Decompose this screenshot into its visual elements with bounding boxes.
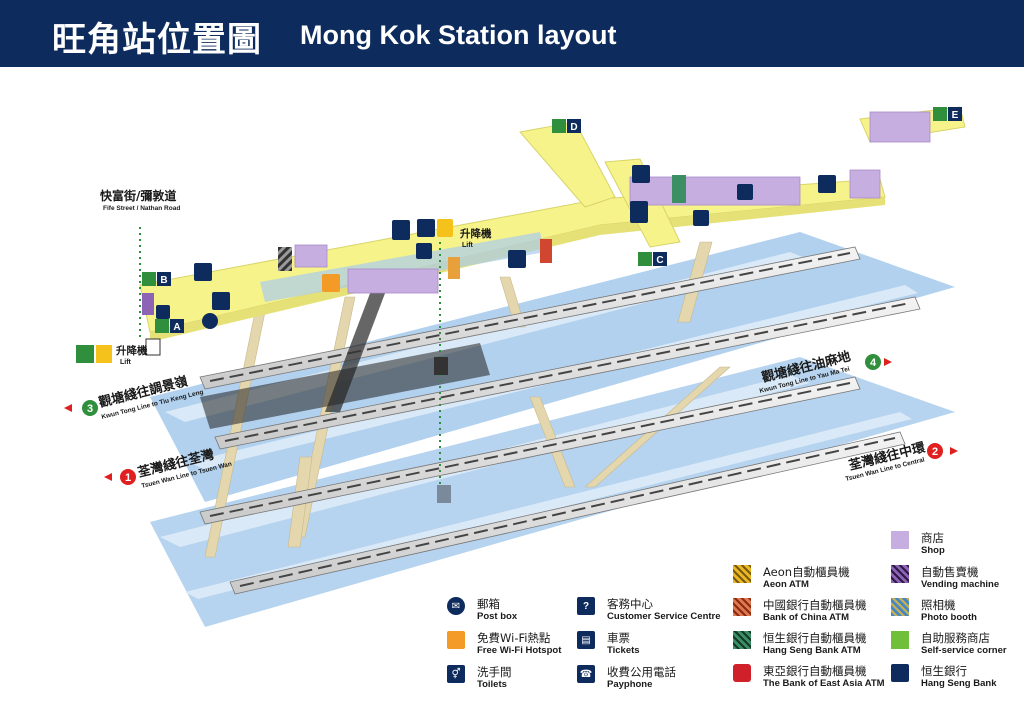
vending-machine-icon [891, 565, 909, 583]
svg-text:1: 1 [125, 472, 131, 484]
svg-text:B: B [160, 275, 167, 286]
post-box-icon [202, 313, 218, 329]
wifi-icon [447, 631, 465, 649]
bea-atm-icon [733, 664, 751, 682]
svg-text:A: A [173, 322, 180, 333]
svg-text:C: C [656, 255, 663, 266]
lift-shafts [139, 227, 451, 503]
photo-booth-icon [891, 598, 909, 616]
exit-a: A [155, 319, 184, 333]
street-label: 快富街/彌敦道 [100, 188, 176, 203]
exit-b: B [142, 272, 171, 286]
ticket-icon [194, 263, 212, 281]
payphone-icon [156, 305, 170, 319]
lift-car [145, 338, 161, 356]
lift-car [437, 485, 451, 503]
svg-text:Lift: Lift [120, 359, 132, 366]
lift-label: 升降機 Lift [76, 344, 148, 366]
svg-text:升降機: 升降機 [116, 344, 148, 357]
payphone-icon: ☎ [577, 665, 595, 683]
lift-label-concourse: 升降機 [460, 227, 492, 240]
ticket-icon [818, 175, 836, 193]
station-map: A B C D E 升降機 Lift 升降機 Lift [64, 106, 966, 627]
toilet-icon [212, 292, 230, 310]
svg-text:4: 4 [870, 357, 877, 369]
customer-service-icon [630, 201, 648, 223]
toilet-icon: ⚥ [447, 665, 465, 683]
atms-and-vending [142, 175, 686, 315]
svg-text:3: 3 [87, 403, 93, 415]
train-platform-1 [199, 376, 861, 525]
exit-e: E [933, 107, 962, 121]
page-title: 旺角站位置圖 [52, 20, 262, 60]
lift-car [434, 357, 448, 375]
wifi-icon [322, 274, 340, 292]
exit-c: C [638, 252, 667, 266]
shop-icon [891, 531, 909, 549]
exit-markers: A B C D E [142, 107, 962, 333]
post-box-icon: ✉ [447, 597, 465, 615]
aeon-atm-icon [733, 565, 751, 583]
train-platform-4 [214, 296, 921, 450]
hang-seng-bank-icon [632, 165, 650, 183]
payphone-icon [416, 243, 432, 259]
platform-shadow [200, 343, 490, 429]
svg-text:2: 2 [932, 446, 938, 458]
lift-icon [417, 219, 435, 237]
lift-icon [437, 219, 453, 237]
payphone-icon [693, 210, 709, 226]
shops [294, 111, 931, 294]
ticket-icon: ▤ [577, 631, 595, 649]
lift-label-concourse-en: Lift [462, 242, 474, 249]
hang-seng-bank-icon [891, 664, 909, 682]
exit-d: D [552, 119, 581, 133]
svg-text:D: D [570, 122, 577, 133]
ticket-icon [508, 250, 526, 268]
page-subtitle: Mong Kok Station layout [300, 20, 617, 50]
hang-seng-atm-icon [733, 631, 751, 649]
boc-atm-icon [733, 598, 751, 616]
trains [199, 246, 921, 595]
street-label-en: Fife Street / Nathan Road [103, 205, 180, 212]
customer-service-icon [392, 220, 410, 240]
facility-icons [156, 165, 836, 329]
payphone-icon [737, 184, 753, 200]
header-bar: 旺角站位置圖 Mong Kok Station layout [0, 0, 1024, 67]
self-service-corner-icon [891, 631, 909, 649]
customer-service-icon: ? [577, 597, 595, 615]
train-platform-2 [229, 431, 906, 595]
svg-text:E: E [952, 110, 959, 121]
train-platform-3 [199, 246, 861, 390]
